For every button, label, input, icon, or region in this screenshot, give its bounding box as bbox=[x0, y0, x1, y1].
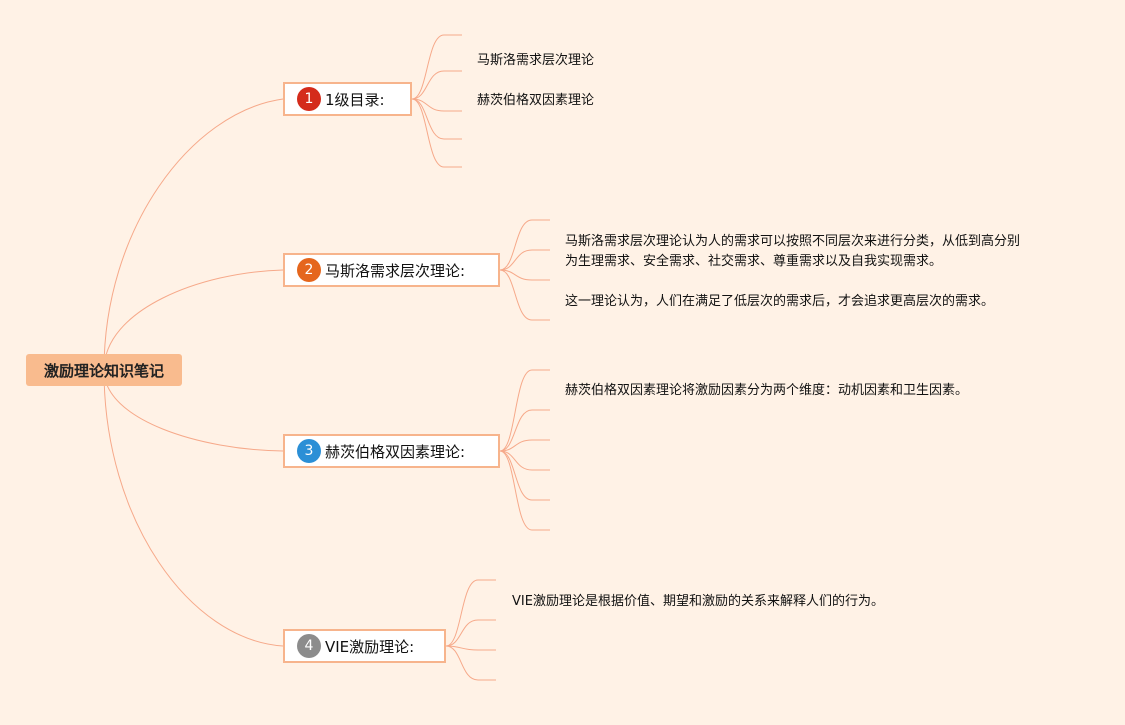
root-topic-label: 激励理论知识笔记 bbox=[43, 361, 164, 380]
connector-root-branch-2 bbox=[103, 269, 284, 371]
connector-root-branch-1 bbox=[103, 98, 284, 371]
connector-branch-3-leaf-6 bbox=[499, 450, 550, 531]
number-badge-4-icon: 4 bbox=[297, 634, 321, 658]
connector-branch-2-leaf-2 bbox=[499, 249, 550, 271]
branch-2-leaf-1-line-1[interactable]: 马斯洛需求层次理论认为人的需求可以按照不同层次来进行分类，从低到高分别 bbox=[565, 234, 1021, 249]
branch-3-topic[interactable]: 3 赫茨伯格双因素理论: bbox=[283, 434, 500, 468]
branch-3-leaf-1[interactable]: 赫茨伯格双因素理论将激励因素分为两个维度：动机因素和卫生因素。 bbox=[565, 383, 969, 398]
connector-branch-4-leaf-1 bbox=[445, 579, 496, 647]
connector-branch-1-leaf-1 bbox=[411, 34, 462, 100]
number-badge-3-icon: 3 bbox=[297, 439, 321, 463]
connector-branch-4-leaf-4 bbox=[445, 645, 496, 681]
connector-branch-3-leaf-2 bbox=[499, 409, 550, 452]
connector-branch-3-leaf-4 bbox=[499, 450, 550, 471]
number-badge-2-icon: 2 bbox=[297, 258, 321, 282]
branch-3-label: 赫茨伯格双因素理论: bbox=[325, 442, 466, 461]
connector-branch-1-leaf-5 bbox=[411, 98, 462, 168]
connector-branch-1-leaf-4 bbox=[411, 98, 462, 140]
branch-4-label: VIE激励理论: bbox=[325, 637, 415, 656]
connector-branch-3-leaf-3 bbox=[499, 439, 550, 452]
branch-4-leaf-1[interactable]: VIE激励理论是根据价值、期望和激励的关系来解释人们的行为。 bbox=[512, 594, 884, 609]
connector-branch-4-leaf-3 bbox=[445, 645, 496, 651]
connector-branch-1-leaf-2 bbox=[411, 70, 462, 100]
connector-branch-1-leaf-3 bbox=[411, 98, 462, 112]
branch-2-label: 马斯洛需求层次理论: bbox=[325, 261, 466, 280]
connector-branch-2-leaf-4 bbox=[499, 269, 550, 321]
connector-branch-3-leaf-5 bbox=[499, 450, 550, 501]
connector-branch-3-leaf-1 bbox=[499, 369, 550, 452]
connector-branch-2-leaf-3 bbox=[499, 269, 550, 281]
connector-branch-4-leaf-2 bbox=[445, 619, 496, 647]
connector-root-branch-4 bbox=[103, 369, 284, 647]
branch-2-leaf-2[interactable]: 这一理论认为，人们在满足了低层次的需求后，才会追求更高层次的需求。 bbox=[565, 294, 995, 309]
root-topic[interactable]: 激励理论知识笔记 bbox=[26, 354, 182, 386]
connector-root-branch-3 bbox=[103, 369, 284, 452]
branch-1-topic[interactable]: 1 1级目录: bbox=[283, 82, 412, 116]
branch-1-leaf-1[interactable]: 马斯洛需求层次理论 bbox=[477, 53, 595, 68]
branch-1-label: 1级目录: bbox=[325, 90, 385, 109]
branch-1-leaf-2[interactable]: 赫茨伯格双因素理论 bbox=[477, 93, 595, 108]
branch-2-leaf-1-line-2[interactable]: 为生理需求、安全需求、社交需求、尊重需求以及自我实现需求。 bbox=[565, 254, 943, 269]
branch-2-topic[interactable]: 2 马斯洛需求层次理论: bbox=[283, 253, 500, 287]
number-badge-1-icon: 1 bbox=[297, 87, 321, 111]
branch-4-topic[interactable]: 4 VIE激励理论: bbox=[283, 629, 446, 663]
connector-branch-2-leaf-1 bbox=[499, 219, 550, 271]
